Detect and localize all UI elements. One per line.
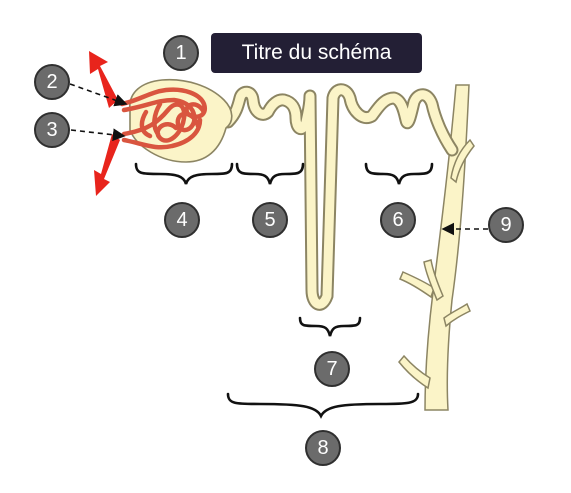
- pointer-arrows: [69, 83, 488, 236]
- brace-group: [134, 162, 434, 419]
- label-badge-8[interactable]: 8: [305, 430, 341, 466]
- label-badge-5[interactable]: 5: [252, 202, 288, 238]
- glomerulus: [119, 87, 208, 150]
- label-badge-3[interactable]: 3: [34, 112, 70, 148]
- label-badge-4[interactable]: 4: [164, 202, 200, 238]
- efferent-arrow: [89, 51, 118, 108]
- brace-8: [226, 392, 420, 419]
- label-badge-9[interactable]: 9: [488, 207, 524, 243]
- label-badge-6[interactable]: 6: [380, 202, 416, 238]
- afferent-arrow: [94, 134, 120, 196]
- label-badge-7[interactable]: 7: [314, 351, 350, 387]
- blood-flow-arrows: [89, 51, 120, 196]
- brace-5: [235, 162, 305, 185]
- brace-7: [298, 316, 362, 337]
- label-badge-2[interactable]: 2: [34, 64, 70, 100]
- brace-4: [134, 162, 234, 185]
- diagram-title: Titre du schéma: [211, 33, 422, 73]
- label-badge-1[interactable]: 1: [163, 35, 199, 71]
- collecting-duct: [398, 84, 475, 411]
- nephron-tubule: [221, 83, 459, 311]
- brace-6: [364, 162, 434, 185]
